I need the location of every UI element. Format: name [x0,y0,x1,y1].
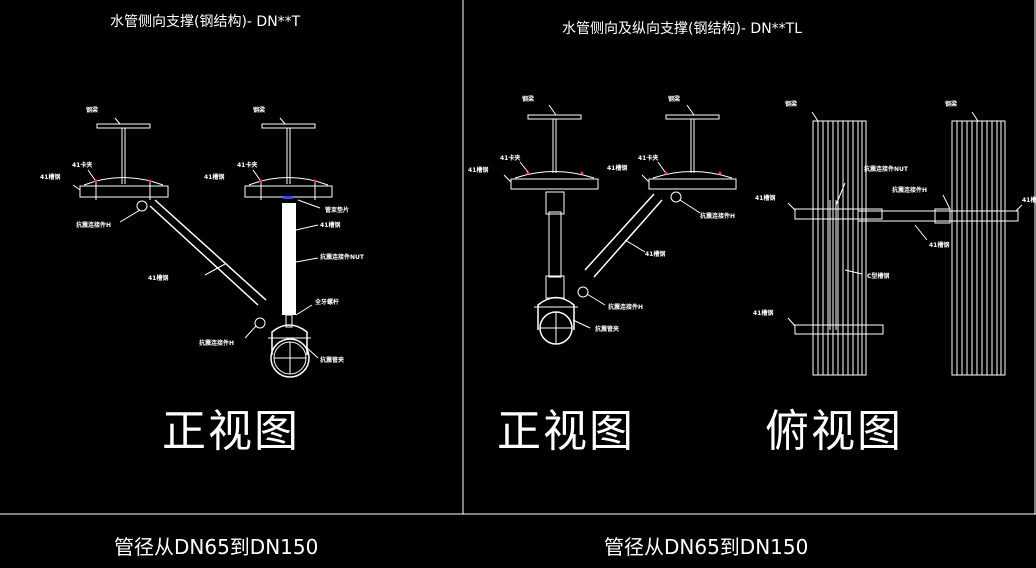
beam-hatch-a [812,120,867,376]
label-beam-a: 钢梁 [522,95,534,103]
label-top-connector-h: 抗震连接件H [892,186,927,194]
label-top-channel-a: 41槽钢 [755,194,775,202]
label-connector-h-b: 抗震连接件H [199,339,234,347]
label-diagonal: 41槽钢 [645,250,665,258]
label-top-channel-d: 41槽钢 [753,309,773,317]
pipe-clamp [268,324,311,378]
label-channel-rod: 41槽钢 [320,221,340,229]
label-beam-a: 钢梁 [86,106,98,114]
diagonal-brace [136,199,267,329]
label-top-c-channel: C型槽钢 [867,272,889,280]
leader-lines [503,104,701,329]
label-top-beam-a: 钢梁 [785,100,797,108]
right-front-view: 钢梁 钢梁 41卡夹 41槽钢 41卡夹 41槽钢 抗震连接件H 41槽钢 抗震… [468,95,737,345]
steel-beam-a [510,114,599,190]
vertical-channel [282,203,296,315]
label-pipe-clamp: 抗震管夹 [320,356,344,364]
label-beam-b: 钢梁 [253,106,265,114]
label-beam-b: 钢梁 [668,95,680,103]
label-connector-nut: 抗震连接件NUT [320,253,365,261]
label-clip-a: 41卡夹 [500,154,520,162]
right-front-view-label: 正视图 [497,406,635,457]
diagonal-brace [577,191,682,298]
label-clip-a: 41卡夹 [72,161,92,169]
left-footer: 管径从DN65到DN150 [114,535,318,559]
label-channel-b: 41槽钢 [204,173,224,181]
label-connector-h-a: 抗震连接件H [76,221,111,229]
right-footer: 管径从DN65到DN150 [604,535,808,559]
top-view-label: 俯视图 [765,406,903,457]
label-diagonal: 41槽钢 [148,274,168,282]
label-connector-h-a: 抗震连接件H [700,212,735,220]
label-channel-a: 41槽钢 [468,166,488,174]
left-front-view: 钢梁 钢梁 41卡夹 41槽钢 抗震连接件H 41卡夹 41槽钢 管束垫片 41… [40,106,365,378]
label-top-channel-b: 41槽钢 [1022,196,1036,204]
beam-hatch-b [951,120,1006,376]
top-channels [794,200,1019,335]
steel-beam-b [648,114,737,190]
vertical-channel [548,211,562,278]
pipe-clamp [534,296,578,345]
label-top-connector-nut: 抗震连接件NUT [864,165,909,173]
left-front-view-label: 正视图 [162,406,300,457]
label-washer: 管束垫片 [325,206,349,214]
label-channel-b: 41槽钢 [607,164,627,172]
steel-beam-b [244,123,333,200]
label-clip-b: 41卡夹 [638,154,658,162]
label-top-channel-c: 41槽钢 [929,241,949,249]
steel-beam-a [79,123,169,200]
top-view: 钢梁 钢梁 抗震连接件NUT 抗震连接件H 41槽钢 41槽钢 41槽钢 C型槽… [753,100,1036,376]
leader-lines [72,117,321,359]
left-title: 水管侧向支撑(钢结构)- DN**T [110,14,301,30]
label-clip-b: 41卡夹 [237,161,257,169]
label-threaded-rod: 全牙螺杆 [314,298,339,306]
label-connector-h-b: 抗震连接件H [608,303,643,311]
label-pipe-clamp: 抗震管夹 [595,325,619,333]
label-top-beam-b: 钢梁 [945,100,957,108]
leader-lines [787,111,1023,327]
label-channel-a: 41槽钢 [40,173,60,181]
right-title: 水管侧向及纵向支撑(钢结构)- DN**TL [562,21,802,37]
